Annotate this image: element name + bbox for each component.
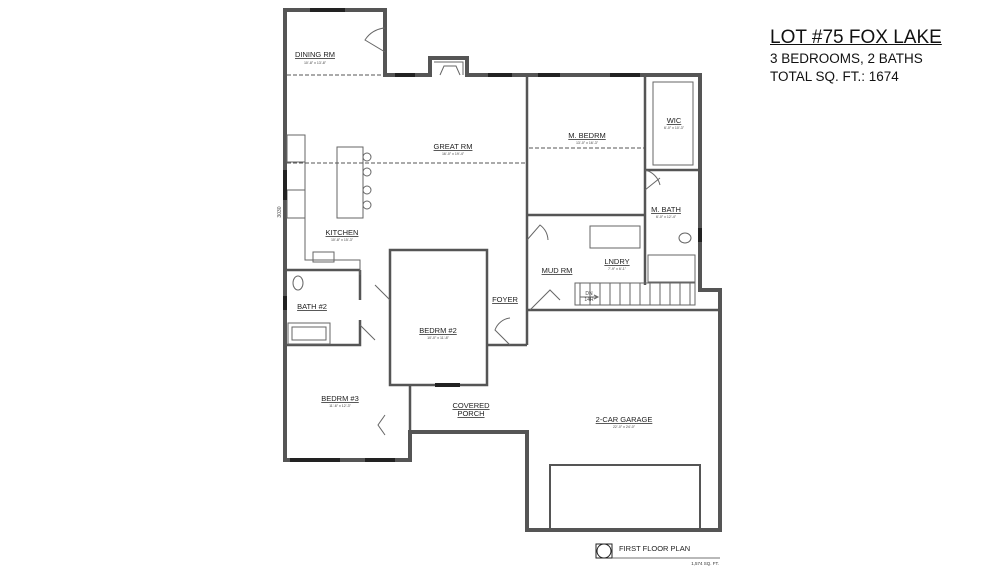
dim-dining: 10'-8" x 13'-8" (304, 61, 327, 65)
room-porch-2: PORCH (457, 409, 484, 418)
plan-symbol-icon (596, 543, 612, 559)
dim-wic: 6'-0" x 10'-3" (664, 126, 685, 130)
dim-mbedrm: 13'-0" x 16'-3" (576, 141, 599, 145)
dim-lndry: 7'-9" x 6'-1" (608, 267, 627, 271)
room-bedrm3: BEDRM #3 (321, 394, 359, 403)
dim-bedrm2: 10'-0" x 11'-8" (427, 336, 450, 340)
room-great: GREAT RM (434, 142, 473, 151)
room-garage: 2-CAR GARAGE (596, 415, 653, 424)
title-block: LOT #75 FOX LAKE 3 BEDROOMS, 2 BATHS TOT… (770, 27, 942, 84)
room-bath2: BATH #2 (297, 302, 327, 311)
dim-mbath: 6'-0" x 12'-4" (656, 215, 677, 219)
window-tag: 3030 (277, 206, 283, 217)
plan-footer: FIRST FLOOR PLAN 1,574 SQ. FT. (595, 543, 720, 566)
dim-kitchen: 10'-8" x 15'-3" (331, 238, 354, 242)
room-mbath: M. BATH (651, 205, 681, 214)
dim-garage: 22'-0" x 24'-0" (613, 425, 636, 429)
stairs: DN 14R (575, 282, 696, 306)
dim-great: 16'-0" x 19'-4" (442, 152, 465, 156)
footer-label: FIRST FLOOR PLAN (619, 544, 690, 553)
room-labels: DINING RM 10'-8" x 13'-8" GREAT RM 16'-0… (277, 50, 685, 429)
room-dining: DINING RM (295, 50, 335, 59)
room-mbedrm: M. BEDRM (568, 131, 606, 140)
room-foyer: FOYER (492, 295, 518, 304)
room-lndry: LNDRY (604, 257, 629, 266)
stairs-direction: DN (585, 291, 593, 297)
footer-sqft: 1,574 SQ. FT. (691, 561, 719, 566)
room-kitchen: KITCHEN (326, 228, 359, 237)
stairs-risers: 14R (584, 297, 594, 303)
dim-bedrm3: 11'-6" x 12'-3" (329, 404, 352, 408)
room-bedrm2: BEDRM #2 (419, 326, 457, 335)
room-mudrm: MUD RM (542, 266, 573, 275)
lot-title: LOT #75 FOX LAKE (770, 27, 942, 48)
room-porch-1: COVERED (452, 401, 490, 410)
dashed-lines (287, 74, 645, 433)
room-wic: WIC (667, 116, 682, 125)
bed-bath-count: 3 BEDROOMS, 2 BATHS (770, 51, 923, 66)
total-sqft: TOTAL SQ. FT.: 1674 (770, 69, 899, 84)
walls: DN 14R (283, 8, 722, 532)
